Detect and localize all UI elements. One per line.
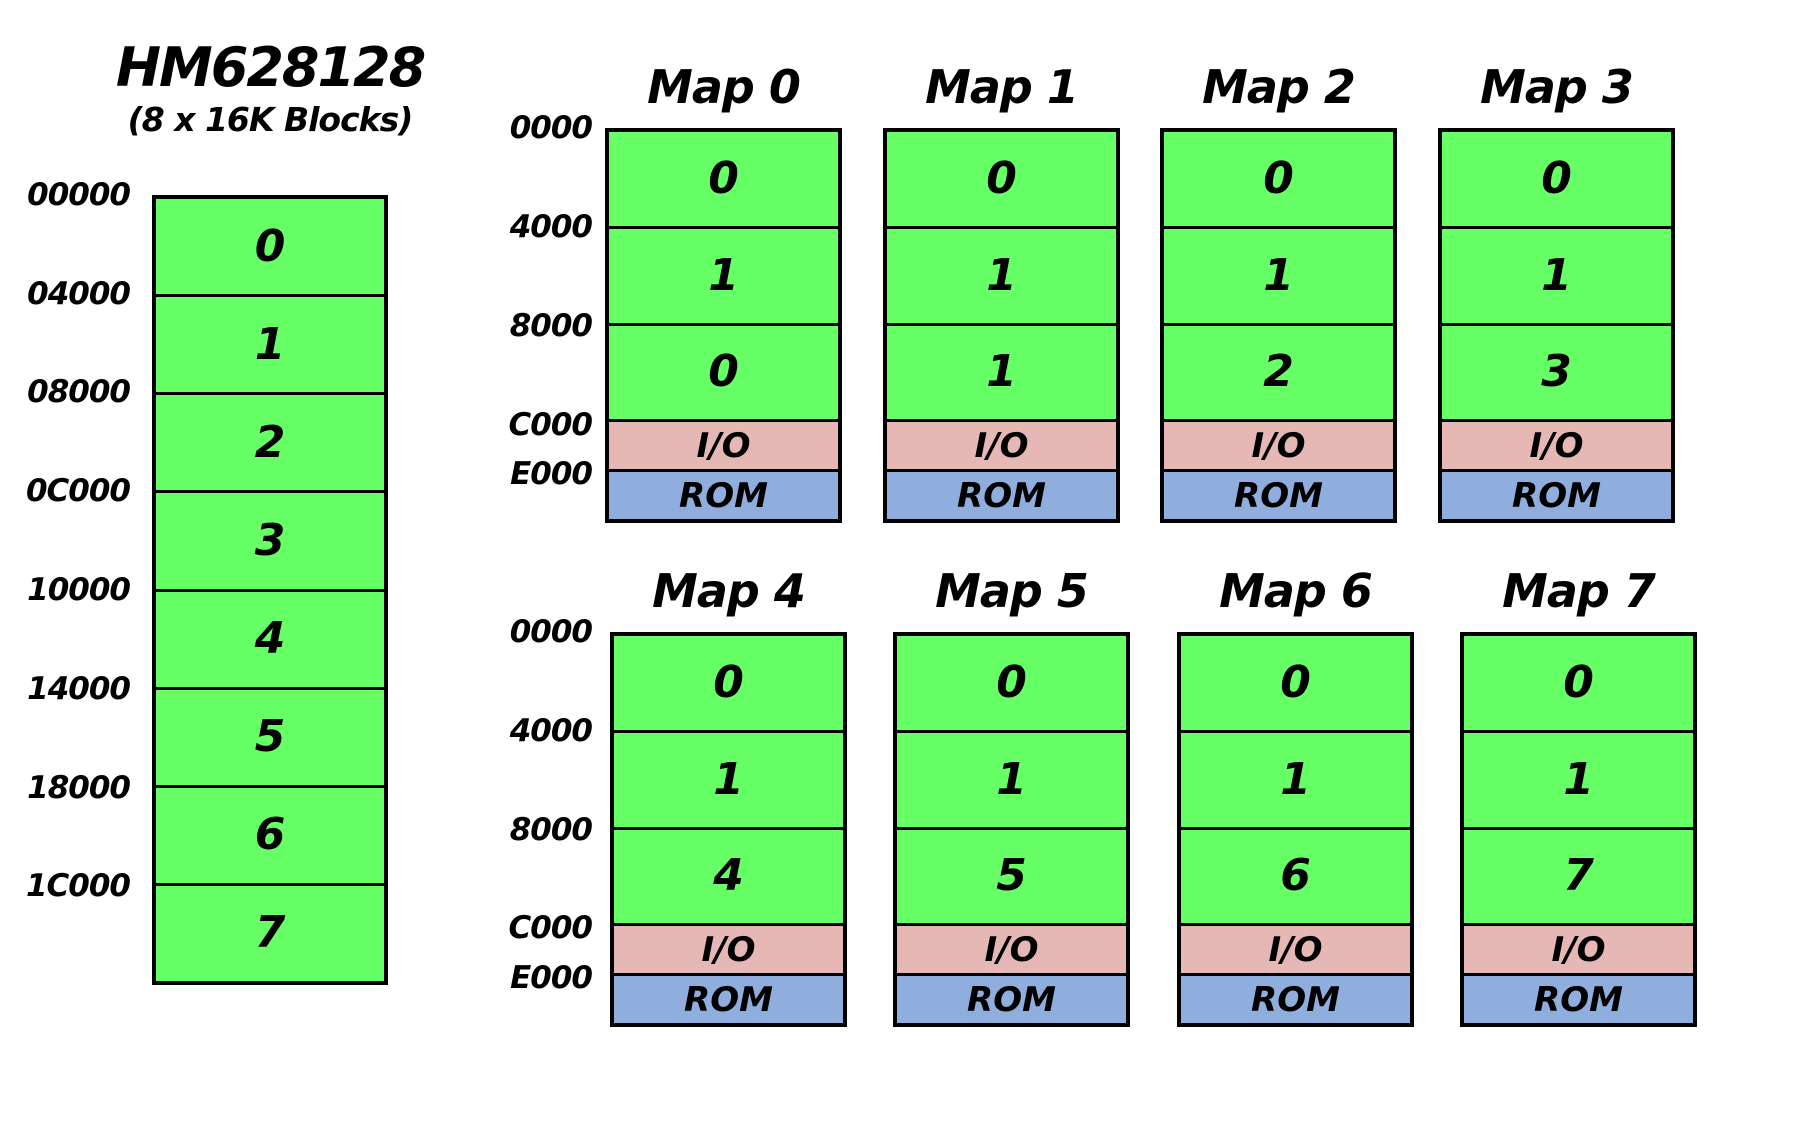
- map-ram-block: 1: [1181, 729, 1410, 827]
- map-title: Map 4: [652, 564, 806, 618]
- map-rom-band: ROM: [614, 973, 843, 1023]
- chip-block: 0: [156, 199, 384, 295]
- map-ram-block: 1: [887, 225, 1116, 323]
- chip-block: 2: [156, 392, 384, 491]
- chip-address-label: 18000: [27, 770, 131, 806]
- chip-block: 7: [156, 882, 384, 981]
- map-title: Map 5: [935, 564, 1089, 618]
- chip-address-label: 10000: [27, 572, 131, 608]
- map-ram-block: 0: [1464, 636, 1693, 730]
- map-io-band: I/O: [1164, 419, 1393, 470]
- chip-title: HM628128: [115, 36, 426, 99]
- map-ram-block: 0: [1164, 132, 1393, 226]
- chip-address-label: 00000: [27, 177, 131, 213]
- map-address-label: C000: [508, 407, 593, 443]
- map-io-band: I/O: [614, 923, 843, 974]
- map-ram-block: 1: [1164, 225, 1393, 323]
- map-ram-block: 1: [897, 729, 1126, 827]
- map-address-label: 0000: [509, 110, 593, 146]
- map-ram-block: 6: [1181, 826, 1410, 924]
- map-ram-block: 4: [614, 826, 843, 924]
- map-rom-band: ROM: [1442, 469, 1671, 519]
- chip-address-label: 0C000: [25, 473, 131, 509]
- map-address-label: 0000: [509, 614, 593, 650]
- map-address-label: C000: [508, 910, 593, 946]
- map-io-band: I/O: [1464, 923, 1693, 974]
- map-ram-block: 1: [614, 729, 843, 827]
- map-io-band: I/O: [609, 419, 838, 470]
- chip-block: 5: [156, 686, 384, 785]
- map-title: Map 2: [1202, 60, 1356, 114]
- chip-block: 3: [156, 490, 384, 589]
- map-ram-block: 0: [887, 132, 1116, 226]
- chip-address-label: 1C000: [25, 868, 131, 904]
- map-rom-band: ROM: [609, 469, 838, 519]
- chip-subtitle: (8 x 16K Blocks): [127, 100, 414, 139]
- map-io-band: I/O: [887, 419, 1116, 470]
- map-ram-block: 1: [1442, 225, 1671, 323]
- map-rom-band: ROM: [1464, 973, 1693, 1023]
- chip-block: 4: [156, 588, 384, 687]
- map-ram-block: 1: [609, 225, 838, 323]
- map-address-label: E000: [510, 960, 593, 996]
- map-ram-block: 2: [1164, 322, 1393, 420]
- map-address-label: E000: [510, 456, 593, 492]
- map-ram-block: 7: [1464, 826, 1693, 924]
- map-address-label: 8000: [509, 308, 593, 344]
- map-title: Map 0: [647, 60, 801, 114]
- map-rom-band: ROM: [1164, 469, 1393, 519]
- map-ram-block: 0: [609, 322, 838, 420]
- chip-block: 6: [156, 784, 384, 883]
- map-ram-block: 0: [1442, 132, 1671, 226]
- map-rom-band: ROM: [1181, 973, 1410, 1023]
- map-address-label: 4000: [509, 209, 593, 245]
- map-title: Map 6: [1219, 564, 1373, 618]
- map-title: Map 1: [925, 60, 1079, 114]
- map-ram-block: 0: [897, 636, 1126, 730]
- map-ram-block: 1: [887, 322, 1116, 420]
- chip-address-label: 08000: [27, 374, 131, 410]
- map-ram-block: 0: [609, 132, 838, 226]
- map-ram-block: 1: [1464, 729, 1693, 827]
- map-io-band: I/O: [1181, 923, 1410, 974]
- chip-address-label: 04000: [27, 276, 131, 312]
- chip-block: 1: [156, 294, 384, 393]
- map-ram-block: 5: [897, 826, 1126, 924]
- map-io-band: I/O: [1442, 419, 1671, 470]
- map-rom-band: ROM: [897, 973, 1126, 1023]
- map-ram-block: 3: [1442, 322, 1671, 420]
- map-ram-block: 0: [1181, 636, 1410, 730]
- map-title: Map 7: [1502, 564, 1656, 618]
- map-io-band: I/O: [897, 923, 1126, 974]
- map-rom-band: ROM: [887, 469, 1116, 519]
- map-ram-block: 0: [614, 636, 843, 730]
- chip-address-label: 14000: [27, 671, 131, 707]
- map-address-label: 4000: [509, 713, 593, 749]
- map-address-label: 8000: [509, 812, 593, 848]
- map-title: Map 3: [1480, 60, 1634, 114]
